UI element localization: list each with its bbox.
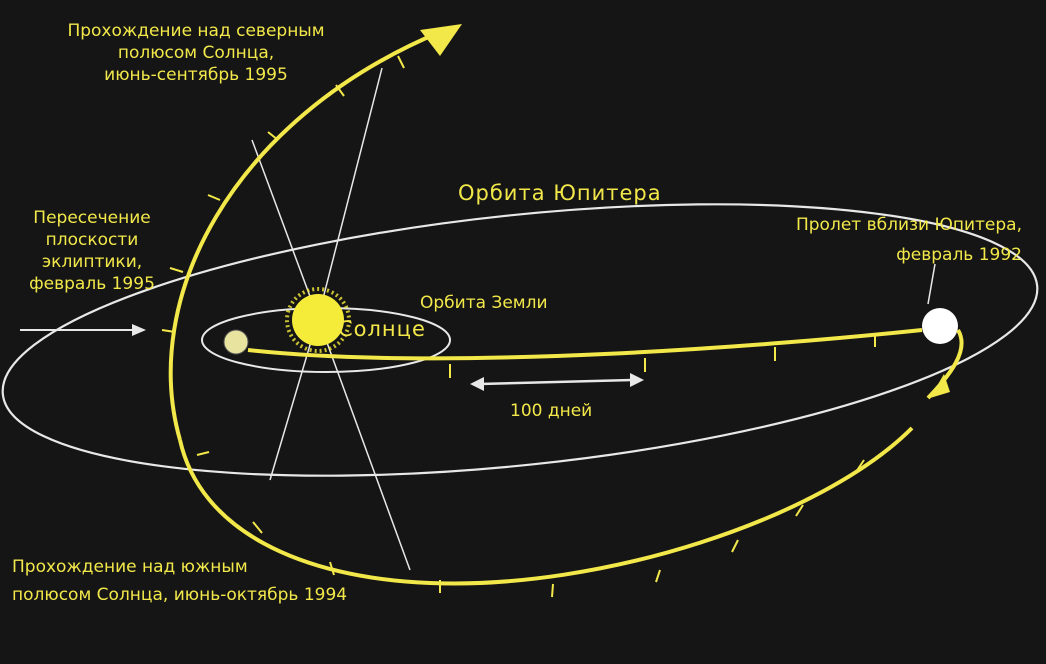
north-pass-label: Прохождение над северным полюсом Солнца,…	[67, 21, 325, 85]
earth-orbit-label: Орбита Земли	[420, 293, 548, 313]
trajectory-arrow-north	[420, 24, 462, 56]
ulysses-trajectory	[168, 30, 964, 586]
earth-icon	[223, 329, 249, 355]
trajectory-arrow-south	[930, 374, 950, 398]
ecliptic-crossing-label: Пересечение плоскости эклиптики, февраль…	[29, 208, 155, 294]
south-pass-label: Прохождение над южным полюсом Солнца, ию…	[12, 557, 348, 605]
sun-icon	[292, 294, 344, 346]
days-scale-label: 100 дней	[510, 401, 593, 421]
scale-arrow	[470, 373, 644, 391]
jupiter-orbit-label: Орбита Юпитера	[458, 181, 662, 205]
sun-label: Солнце	[338, 317, 426, 341]
jupiter-flyby-label: Пролет вблизи Юпитера, февраль 1992	[795, 215, 1022, 265]
jupiter-orbit-line	[1, 203, 1039, 477]
arrow-right-icon	[132, 324, 146, 336]
sun-pole-lines	[251, 67, 411, 571]
jupiter-icon	[922, 308, 958, 344]
time-ticks	[161, 55, 876, 598]
